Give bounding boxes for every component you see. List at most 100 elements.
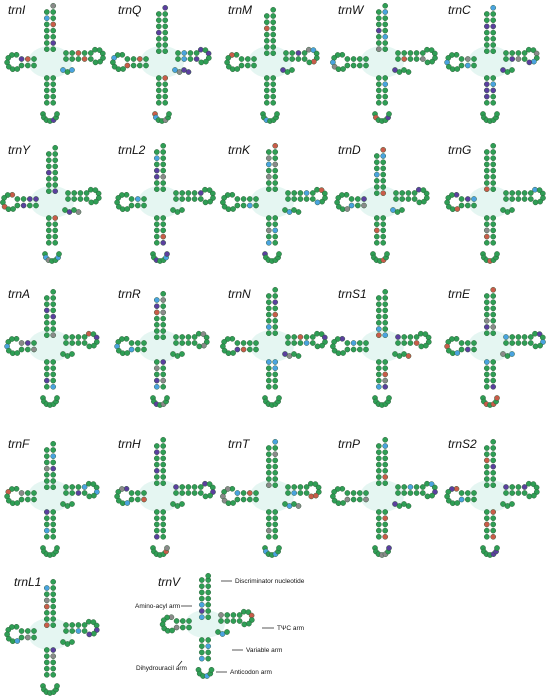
nucleotide: [306, 59, 313, 66]
nucleotide: [246, 496, 253, 503]
nucleotide: [405, 196, 412, 202]
nucleotide: [285, 334, 291, 340]
nucleotide: [63, 50, 69, 56]
nucleotide: [265, 533, 272, 540]
nucleotide: [162, 93, 169, 100]
nucleotide: [265, 299, 272, 306]
nucleotide: [375, 449, 382, 456]
nucleotide: [350, 496, 357, 503]
nucleotide: [265, 521, 272, 528]
trna-label: trnG: [448, 143, 471, 157]
nucleotide: [45, 163, 52, 170]
trna-structure-trnf: trnF: [4, 437, 100, 558]
nucleotide: [90, 619, 97, 625]
nucleotide: [272, 239, 279, 246]
nucleotide: [458, 346, 465, 353]
nucleotide: [191, 490, 198, 496]
nucleotide: [265, 173, 272, 180]
nucleotide: [375, 307, 382, 314]
nucleotide: [205, 595, 212, 602]
nucleotide: [160, 155, 167, 162]
nucleotide: [373, 233, 380, 240]
nucleotide: [198, 649, 205, 656]
nucleotide: [285, 340, 291, 346]
nucleotide: [24, 56, 31, 62]
nucleotide: [52, 215, 59, 221]
nucleotide: [265, 527, 272, 534]
nucleotide: [162, 4, 169, 11]
nucleotide: [471, 62, 477, 69]
nucleotide: [483, 324, 490, 330]
nucleotide: [527, 340, 534, 346]
nucleotide: [43, 75, 50, 81]
nucleotide: [50, 359, 57, 365]
nucleotide: [162, 35, 169, 42]
nucleotide: [265, 469, 272, 476]
nucleotide: [490, 180, 497, 186]
nucleotide: [155, 11, 162, 17]
nucleotide: [521, 340, 528, 346]
nucleotide: [483, 233, 490, 240]
nucleotide: [363, 490, 369, 496]
trna-label: trnS2: [448, 437, 477, 451]
nucleotide: [265, 221, 272, 228]
nucleotide: [128, 340, 135, 346]
nucleotide: [134, 202, 141, 209]
nucleotide: [384, 251, 390, 257]
nucleotide: [45, 157, 52, 164]
nucleotide: [373, 239, 380, 246]
nucleotide: [179, 207, 185, 213]
nucleotide: [265, 451, 272, 458]
nucleotide: [423, 342, 429, 349]
nucleotide: [52, 188, 59, 195]
nucleotide: [382, 467, 389, 474]
nucleotide: [134, 490, 141, 496]
nucleotide: [354, 196, 361, 202]
nucleotide: [291, 340, 298, 346]
nucleotide: [50, 371, 57, 378]
nucleotide: [464, 490, 471, 496]
nucleotide: [380, 184, 387, 190]
nucleotide: [43, 509, 50, 515]
nucleotide: [202, 199, 209, 206]
nucleotide: [31, 56, 37, 62]
nucleotide: [380, 165, 387, 172]
nucleotide: [483, 149, 490, 155]
nucleotide: [50, 99, 57, 106]
nucleotide: [198, 608, 205, 614]
nucleotide: [483, 383, 490, 390]
nucleotide: [407, 56, 414, 62]
nucleotide: [45, 175, 52, 182]
nucleotide: [160, 328, 167, 334]
nucleotide: [197, 196, 204, 202]
nucleotide: [153, 334, 160, 341]
nucleotide: [483, 227, 490, 234]
nucleotide: [43, 484, 50, 491]
nucleotide: [490, 527, 497, 534]
nucleotide: [43, 622, 50, 629]
trna-structure-trne: trnE: [444, 286, 546, 408]
nucleotide: [43, 671, 50, 678]
nucleotide: [509, 501, 515, 507]
nucleotide: [191, 340, 198, 346]
nucleotide: [503, 490, 509, 496]
nucleotide: [464, 62, 471, 69]
nucleotide: [483, 365, 490, 372]
nucleotide: [483, 87, 490, 94]
nucleotide: [205, 572, 212, 579]
nucleotide: [419, 50, 426, 56]
nucleotide: [532, 343, 539, 350]
nucleotide: [43, 459, 50, 466]
nucleotide: [515, 190, 522, 196]
nucleotide: [526, 59, 533, 66]
nucleotide: [206, 481, 213, 487]
nucleotide: [356, 56, 363, 62]
nucleotide: [43, 527, 50, 534]
nucleotide: [295, 50, 302, 56]
nucleotide: [202, 493, 209, 500]
nucleotide: [50, 478, 57, 484]
nucleotide: [91, 342, 97, 349]
nucleotide: [272, 533, 279, 540]
nucleotide: [382, 40, 389, 46]
